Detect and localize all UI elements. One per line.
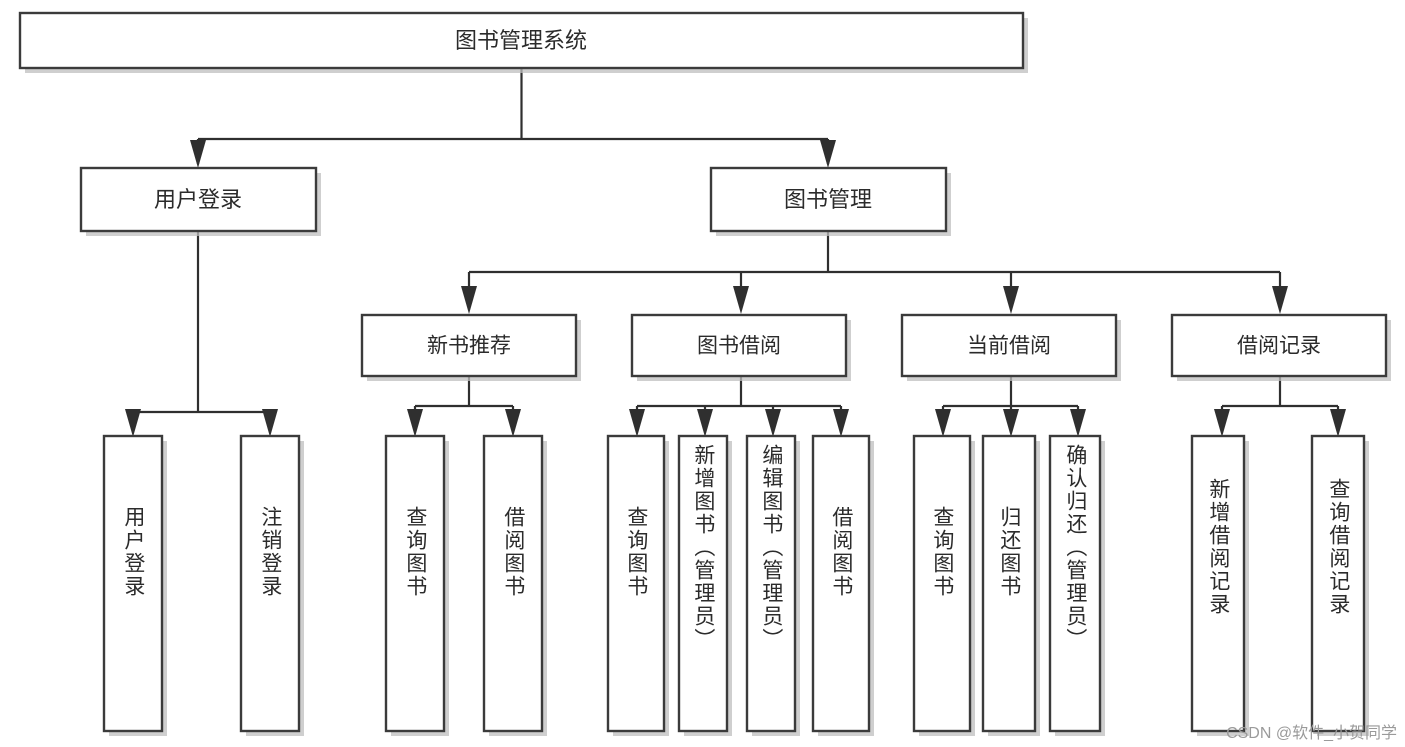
arrow-to-add-borrow-record (1214, 409, 1230, 437)
leaf-return-book[interactable] (981, 434, 1040, 736)
arrow-to-edit-book-admin (765, 409, 781, 437)
node-new-book-recommend[interactable]: 新书推荐 (360, 313, 581, 381)
arrow-to-query-borrow-record (1330, 409, 1346, 437)
node-user-login[interactable]: 用户登录 (79, 166, 321, 236)
connector-user-login-bus (131, 231, 272, 432)
arrow-to-current-borrow (1003, 286, 1019, 314)
leaf-edit-book-admin[interactable] (745, 434, 800, 736)
leaf-borrow-book-1[interactable] (482, 434, 547, 736)
book-borrow-rect (630, 313, 848, 378)
node-book-manage[interactable]: 图书管理 (709, 166, 951, 236)
root-label: 图书管理系统 (455, 28, 587, 53)
borrow-record-rect (1170, 313, 1388, 378)
leaf-confirm-return-admin[interactable] (1048, 434, 1105, 736)
connector-book-borrow-bus (635, 376, 843, 428)
node-current-borrow[interactable]: 当前借阅 (900, 313, 1121, 381)
connector-borrow-record-bus (1220, 376, 1340, 428)
leaf-rect (811, 434, 871, 733)
leaf-rect (482, 434, 544, 733)
current-borrow-rect (900, 313, 1118, 378)
leaf-rect (384, 434, 446, 733)
leaf-query-book-1[interactable] (384, 434, 449, 736)
leaf-rect (912, 434, 972, 733)
leaf-query-book-2[interactable] (606, 434, 669, 736)
node-root[interactable]: 图书管理系统 (18, 11, 1028, 73)
leaf-user-logout-leaf[interactable] (239, 434, 304, 736)
leaf-rect (1190, 434, 1246, 733)
leaf-rect (677, 434, 729, 733)
leaf-user-login-leaf[interactable] (102, 434, 167, 736)
leaf-query-borrow-record[interactable] (1310, 434, 1369, 736)
user-login-rect (79, 166, 318, 233)
arrow-to-new-book-recommend (461, 286, 477, 314)
leaf-rect (1310, 434, 1366, 733)
leaf-nodes (102, 434, 1369, 736)
leaf-borrow-book-2[interactable] (811, 434, 874, 736)
leaf-add-borrow-record[interactable] (1190, 434, 1249, 736)
node-borrow-record[interactable]: 借阅记录 (1170, 313, 1391, 381)
arrow-to-return-book (1003, 409, 1019, 437)
leaf-rect (745, 434, 797, 733)
borrow-record-label: 借阅记录 (1237, 335, 1321, 358)
leaf-rect (981, 434, 1037, 733)
arrow-to-borrow-record (1272, 286, 1288, 314)
current-borrow-label: 当前借阅 (967, 335, 1051, 358)
arrow-to-book-manage (820, 140, 836, 168)
leaf-query-book-3[interactable] (912, 434, 975, 736)
leaf-rect (606, 434, 666, 733)
book-manage-label: 图书管理 (784, 187, 872, 212)
arrow-to-query-book-1 (407, 409, 423, 437)
leaf-add-book-admin[interactable] (677, 434, 732, 736)
arrow-to-query-book-2 (629, 409, 645, 437)
connectors (125, 68, 1346, 437)
root-rect (18, 11, 1025, 70)
connector-root-to-level2 (196, 68, 830, 164)
arrow-to-user-login-leaf (125, 409, 141, 437)
new-book-recommend-label: 新书推荐 (427, 335, 511, 358)
leaf-rect (1048, 434, 1102, 733)
arrow-to-book-borrow (733, 286, 749, 314)
connector-new-book-recommend-bus (413, 376, 515, 428)
arrow-to-add-book-admin (697, 409, 713, 437)
node-book-borrow[interactable]: 图书借阅 (630, 313, 851, 381)
arrow-to-user-login (190, 140, 206, 168)
leaf-rect (239, 434, 301, 733)
connector-book-manage-bus (467, 231, 1282, 290)
arrow-to-query-book-3 (935, 409, 951, 437)
book-manage-rect (709, 166, 948, 233)
book-borrow-label: 图书借阅 (697, 335, 781, 358)
leaf-rect (102, 434, 164, 733)
arrow-to-confirm-return-admin (1070, 409, 1086, 437)
arrow-to-borrow-book-2 (833, 409, 849, 437)
arrow-to-borrow-book-1 (505, 409, 521, 437)
new-book-recommend-rect (360, 313, 578, 378)
user-login-label: 用户登录 (154, 187, 242, 212)
arrow-to-user-logout-leaf (262, 409, 278, 437)
